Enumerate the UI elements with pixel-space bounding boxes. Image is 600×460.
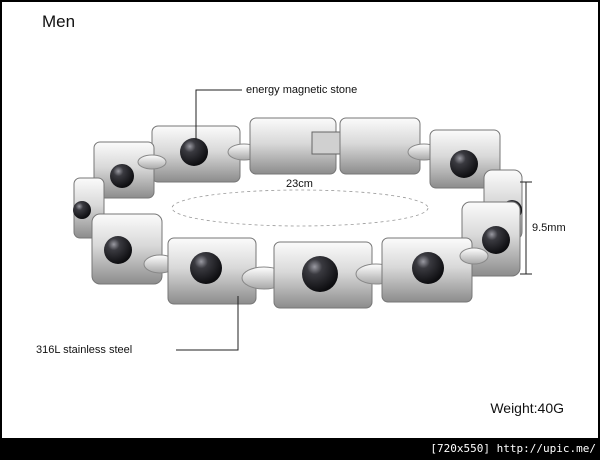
- magnetic-stone: [450, 150, 478, 178]
- bottom-callout-line: [176, 296, 239, 351]
- magnetic-stone: [482, 226, 510, 254]
- bracelet-photo: [73, 89, 532, 351]
- dimension-arrow-icon: [520, 181, 532, 275]
- magnetic-stone: [180, 138, 208, 166]
- circumference-label: 23cm: [286, 178, 313, 190]
- width-label: 9.5mm: [532, 222, 566, 234]
- magnetic-stone: [110, 164, 134, 188]
- page-title: Men: [42, 12, 76, 31]
- circumference-guide: [171, 189, 429, 227]
- bracelet-right-side: [461, 169, 523, 277]
- weight-label: Weight:40G: [490, 400, 564, 416]
- magnetic-stone: [412, 252, 444, 284]
- clasp: [311, 131, 343, 155]
- steel-label: 316L stainless steel: [36, 344, 133, 356]
- top-callout-line: [195, 89, 242, 140]
- bracelet-front-links: [143, 237, 489, 309]
- product-image: Men energy magnetic stone 23cm 9.5mm 316…: [2, 2, 598, 438]
- watermark-bar: [720x550] http://upic.me/: [0, 440, 600, 460]
- watermark-text: [720x550] http://upic.me/: [430, 442, 596, 455]
- magnetic-stone: [302, 256, 338, 292]
- magnetic-stone: [104, 236, 132, 264]
- magnetic-stone: [190, 252, 222, 284]
- bracelet-back-links: [93, 117, 501, 199]
- energy-stone-label: energy magnetic stone: [246, 84, 358, 96]
